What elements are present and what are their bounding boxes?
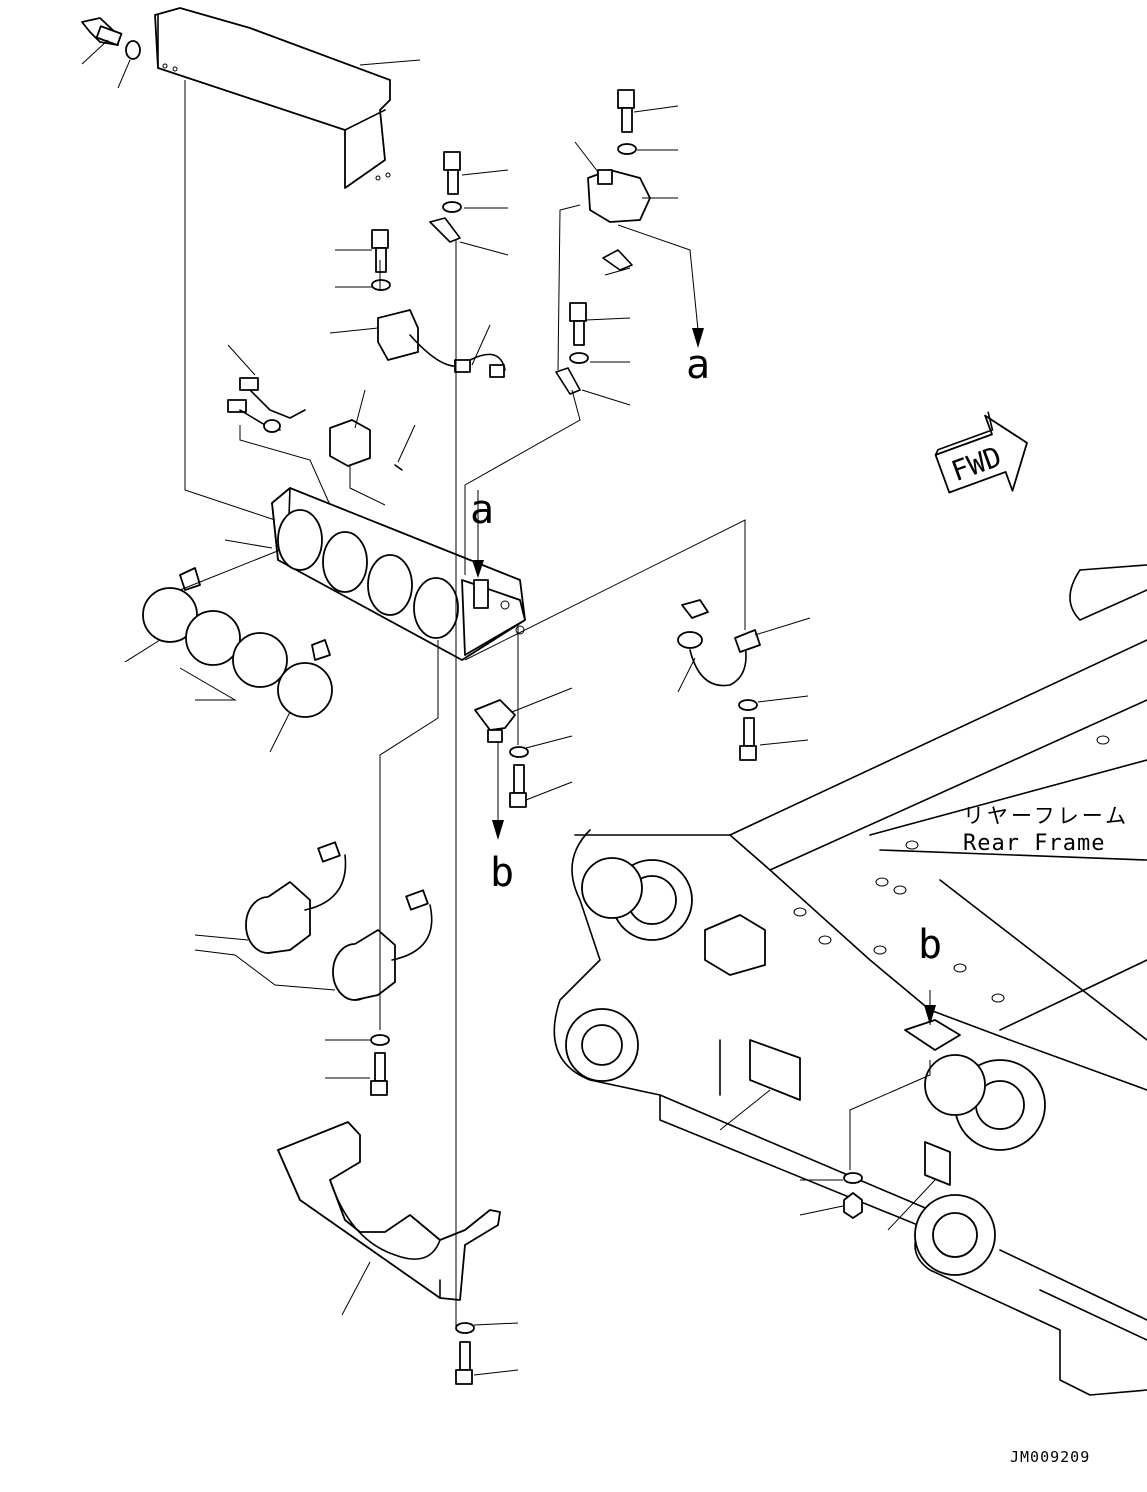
drawing-code: JM009209 [1010,1448,1090,1466]
fasteners [370,89,863,1385]
ref-b-frame: b [918,922,942,968]
upper-cover [154,7,391,189]
ref-b-switch: b [490,850,514,896]
gauge-lamps [142,567,333,718]
reference-arrows [472,328,936,1025]
small-parts [227,169,761,743]
top-left-bolt [81,17,141,60]
fwd-direction-arrow: FWD [934,411,1028,494]
rear-frame [553,564,1147,1396]
ref-a-upper: a [686,342,710,388]
rear-frame-label-jp: リヤーフレーム [963,804,1129,828]
instrument-panel [271,487,526,661]
assembly-lines [179,80,931,1330]
leader-lines [81,39,936,1376]
ref-a-panel: a [470,487,494,533]
work-lamps [245,841,433,1001]
rear-frame-label-en: Rear Frame [963,831,1105,856]
lower-bracket [277,1121,501,1301]
